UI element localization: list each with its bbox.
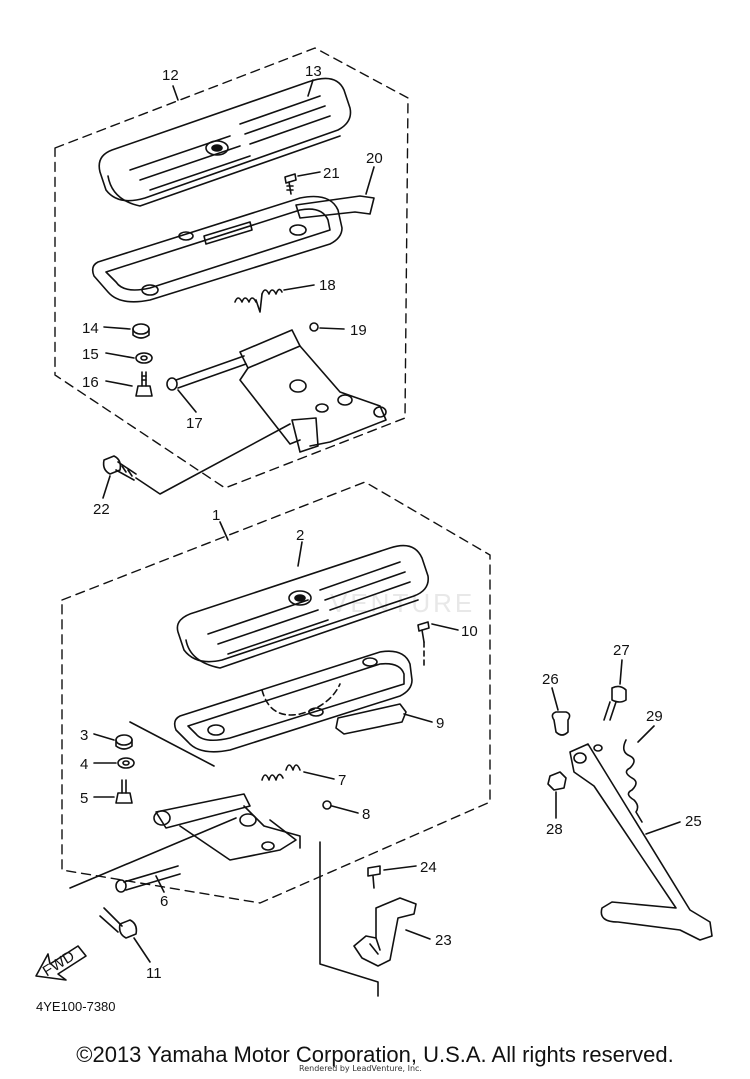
leader-6 <box>155 875 165 893</box>
leader-3-4-5 <box>129 721 215 767</box>
leader-18 <box>283 284 315 291</box>
leader-3 <box>93 733 115 741</box>
leader-8 <box>331 805 359 814</box>
leader-27 <box>619 659 623 685</box>
callout-7: 7 <box>338 772 346 789</box>
part-7-springs <box>261 764 301 781</box>
leader-7 <box>303 771 335 780</box>
leader-2 <box>297 541 303 567</box>
copyright-notice: ©2013 Yamaha Motor Corporation, U.S.A. A… <box>76 1042 674 1067</box>
part-22-bolt <box>102 455 137 481</box>
callout-25: 25 <box>685 813 702 830</box>
leader-10 <box>431 623 459 631</box>
callout-29: 29 <box>646 708 663 725</box>
callout-27: 27 <box>613 642 630 659</box>
part-25-side-stand <box>569 743 713 941</box>
callout-21: 21 <box>323 165 340 182</box>
callout-26: 26 <box>542 671 559 688</box>
callout-15: 15 <box>82 346 99 363</box>
leader-12 <box>172 85 179 101</box>
part-16-bolt <box>135 371 153 397</box>
callout-20: 20 <box>366 150 383 167</box>
leader-19 <box>319 327 345 330</box>
leader-14 <box>103 326 131 330</box>
part-4-washer <box>117 757 135 769</box>
leader-17 <box>177 389 197 413</box>
fwd-arrow-icon <box>35 945 87 981</box>
callout-28: 28 <box>546 821 563 838</box>
callout-2: 2 <box>296 527 304 544</box>
callout-4: 4 <box>80 756 88 773</box>
part-29-spring <box>622 739 643 823</box>
leader-24 <box>383 865 417 871</box>
part-18-springs <box>234 288 283 313</box>
part-8-clip <box>322 800 332 810</box>
part-24-screw <box>367 865 381 889</box>
part-9-bracket <box>335 703 407 735</box>
callout-9: 9 <box>436 715 444 732</box>
callout-16: 16 <box>82 374 99 391</box>
assembly-1-dashed-boundary <box>61 481 491 904</box>
callout-13: 13 <box>305 63 322 80</box>
part-26-collar <box>551 711 571 736</box>
leader-23-frame <box>319 841 379 997</box>
part-lower-bracket-arm <box>153 793 301 861</box>
part-17-pin <box>166 355 247 391</box>
part-20-bracket <box>295 195 375 219</box>
part-28-nut <box>547 771 567 791</box>
leader-25 <box>645 821 681 835</box>
leader-11 <box>133 937 151 963</box>
leader-20 <box>365 166 375 195</box>
callout-22: 22 <box>93 501 110 518</box>
part-5-bolt <box>115 779 133 804</box>
part-15-washer <box>135 352 153 364</box>
leader-22 <box>102 475 111 499</box>
callout-23: 23 <box>435 932 452 949</box>
callout-19: 19 <box>350 322 367 339</box>
callout-3: 3 <box>80 727 88 744</box>
watermark: VENTURE <box>330 588 476 618</box>
callout-10: 10 <box>461 623 478 640</box>
leader-29 <box>637 725 655 743</box>
leader-13 <box>307 79 314 97</box>
part-14-collar <box>132 323 150 339</box>
leader-9 <box>403 713 433 723</box>
callout-17: 17 <box>186 415 203 432</box>
part-27-bolt <box>603 685 627 721</box>
part-19-clip <box>309 322 319 332</box>
callout-11: 11 <box>146 965 162 982</box>
assembly-12-dashed-boundary <box>54 47 409 489</box>
leader-16 <box>105 380 133 387</box>
part-6-pin <box>115 865 181 893</box>
leader-22-to-assembly <box>135 423 291 495</box>
part-23-bracket <box>353 897 417 967</box>
callout-12: 12 <box>162 67 179 84</box>
leader-15 <box>105 352 135 359</box>
part-10-screw <box>417 621 430 643</box>
callout-1: 1 <box>212 507 220 524</box>
part-11-bolt <box>99 907 138 939</box>
leader-11-to-assembly <box>69 817 237 889</box>
part-upper-bracket-arm <box>239 329 387 453</box>
callout-5: 5 <box>80 790 88 807</box>
callout-24: 24 <box>420 859 437 876</box>
leader-26 <box>551 687 559 711</box>
part-21-screw <box>284 173 297 195</box>
callout-8: 8 <box>362 806 370 823</box>
leader-21 <box>297 171 321 177</box>
part-frame-lower <box>173 650 413 753</box>
callout-6: 6 <box>160 893 168 910</box>
render-credit: Rendered by LeadVenture, Inc. <box>299 1064 422 1073</box>
part-3-collar <box>115 734 133 750</box>
part-13-floorboard-mat <box>98 77 352 207</box>
part-frame-upper <box>91 195 343 303</box>
part-2-floorboard-mat <box>176 544 430 669</box>
leader-1 <box>219 521 229 541</box>
callout-18: 18 <box>319 277 336 294</box>
leader-23 <box>405 929 431 940</box>
diagram-code: 4YE100-7380 <box>36 999 116 1014</box>
callout-14: 14 <box>82 320 99 337</box>
